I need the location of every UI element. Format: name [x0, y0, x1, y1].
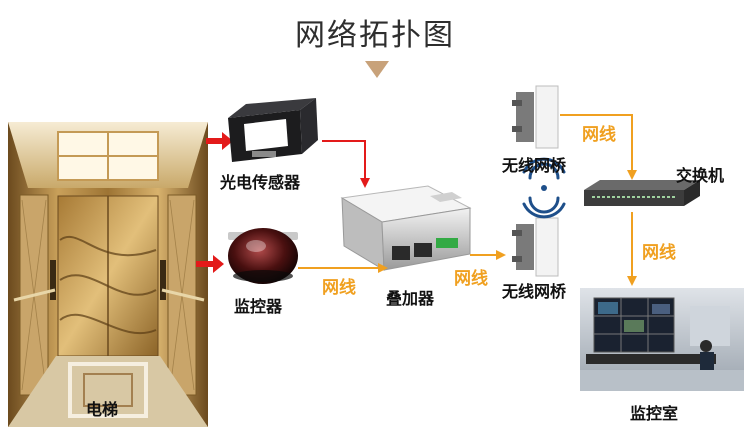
link-label-bridge-switch: 网线	[582, 125, 616, 145]
overlay-label: 叠加器	[386, 289, 435, 308]
camera-image	[228, 228, 298, 284]
bridge-top-label: 无线网桥	[502, 156, 567, 175]
switch-label: 交换机	[676, 166, 725, 185]
elevator-label: 电梯	[86, 400, 119, 419]
bridge-bottom-image	[512, 217, 559, 277]
arrow-elevator-to-camera	[196, 255, 224, 273]
line-sensor-to-overlay	[322, 140, 366, 180]
link-label-switch-room: 网线	[642, 243, 676, 263]
overlay-box-image	[340, 185, 472, 271]
arrow-elevator-to-sensor	[206, 132, 233, 150]
page-title: 网络拓扑图	[295, 18, 455, 53]
link-label-overlay-bridge: 网线	[454, 269, 488, 289]
network-cables	[298, 114, 637, 286]
elevator-image	[8, 122, 208, 427]
monitor-room-label: 监控室	[630, 404, 679, 423]
monitor-room-image	[580, 288, 744, 391]
wifi-signal-icon	[522, 157, 566, 219]
switch-image	[584, 180, 700, 206]
photo-sensor-image	[228, 98, 318, 162]
bridge-bottom-label: 无线网桥	[502, 282, 567, 301]
photo-sensor-label: 光电传感器	[220, 173, 301, 192]
title-marker-icon	[365, 61, 389, 78]
bridge-top-image	[512, 85, 559, 149]
link-label-camera-overlay: 网线	[322, 278, 356, 298]
camera-label: 监控器	[234, 297, 283, 316]
